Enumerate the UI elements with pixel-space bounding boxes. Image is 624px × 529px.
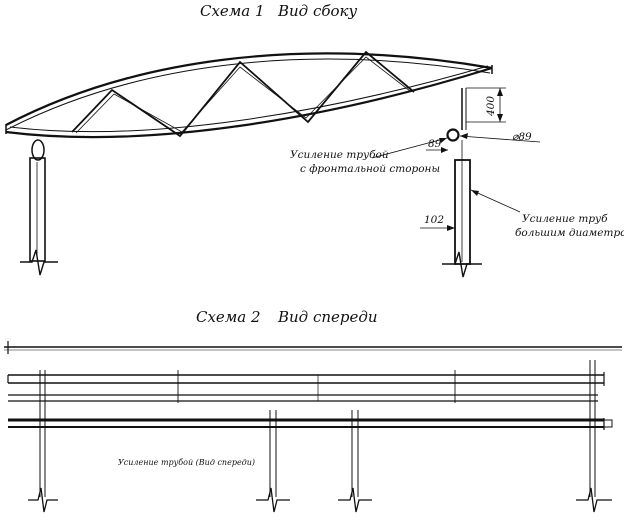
- front-column-2: [256, 410, 290, 513]
- front-column-4: [576, 360, 612, 513]
- dim400-arrow-top: [497, 88, 503, 96]
- note-front-line1: Усиление трубой: [290, 149, 389, 161]
- left-column-cap: [31, 139, 45, 161]
- truss: [5, 50, 493, 139]
- note-bigpipe-arrow: [471, 190, 479, 196]
- scheme1-view-label: Вид сбоку: [277, 2, 358, 20]
- truss-top-chord-inner: [5, 58, 491, 131]
- dim-phi89-leader: [459, 135, 541, 143]
- front-col4-break: [576, 487, 612, 513]
- dim-phi89-arrow: [460, 133, 468, 139]
- note-bigger-pipe: Усиление труб большим диаметром: [470, 189, 624, 239]
- dimension-400: 400: [466, 87, 506, 123]
- note-front-line2: с фронтальной стороны: [300, 163, 440, 175]
- left-column: [20, 139, 58, 276]
- reinforcement-pipe-section-icon: [446, 128, 460, 142]
- right-column-break-line: [442, 251, 482, 278]
- truss-top-chord: [5, 52, 493, 126]
- truss-web-diagonals: [71, 50, 415, 138]
- scheme2-title: Схема 2: [196, 308, 261, 326]
- dim-phi89-label: ⌀89: [512, 131, 532, 143]
- note-front-leader: [371, 137, 448, 159]
- front-view: Усиление трубой (Вид спереди): [4, 341, 622, 513]
- right-column-post: [454, 159, 471, 265]
- dim102-arrow: [447, 225, 455, 231]
- note-front-reinforcement: Усиление трубой с фронтальной стороны: [290, 137, 448, 175]
- scheme1-title: Схема 1: [200, 2, 265, 20]
- note-bigpipe-line2: большим диаметром: [515, 227, 624, 239]
- front-col2-break: [256, 487, 290, 513]
- right-column: [442, 88, 482, 278]
- note-front-view: Усиление трубой (Вид спереди): [118, 458, 255, 467]
- front-col1-break: [28, 487, 58, 513]
- scheme2-view-label: Вид спереди: [277, 308, 378, 326]
- front-column-1: [28, 370, 58, 513]
- dimension-89: 89: [426, 138, 448, 153]
- front-column-3: [338, 410, 372, 513]
- truss-bottom-chord-inner: [9, 65, 489, 133]
- note-front-arrow: [439, 138, 447, 143]
- dimension-phi89: ⌀89: [459, 131, 541, 143]
- front-col3-break: [338, 487, 372, 513]
- left-column-break-line: [20, 249, 58, 276]
- dim400-label: 400: [485, 96, 497, 117]
- truss-bottom-chord: [5, 66, 493, 139]
- truss-web-diagonals-inner: [75, 56, 411, 134]
- front-reinforcement-end-cap: [603, 419, 613, 428]
- dim400-arrow-bottom: [497, 114, 503, 122]
- note-bigpipe-line1: Усиление труб: [522, 213, 608, 225]
- dim89-arrow: [441, 147, 448, 153]
- dimension-102: 102: [420, 214, 455, 231]
- note-bigpipe-leader: [470, 189, 521, 213]
- dim102-label: 102: [424, 214, 444, 226]
- dim89-label: 89: [428, 138, 442, 150]
- left-column-post: [29, 157, 46, 262]
